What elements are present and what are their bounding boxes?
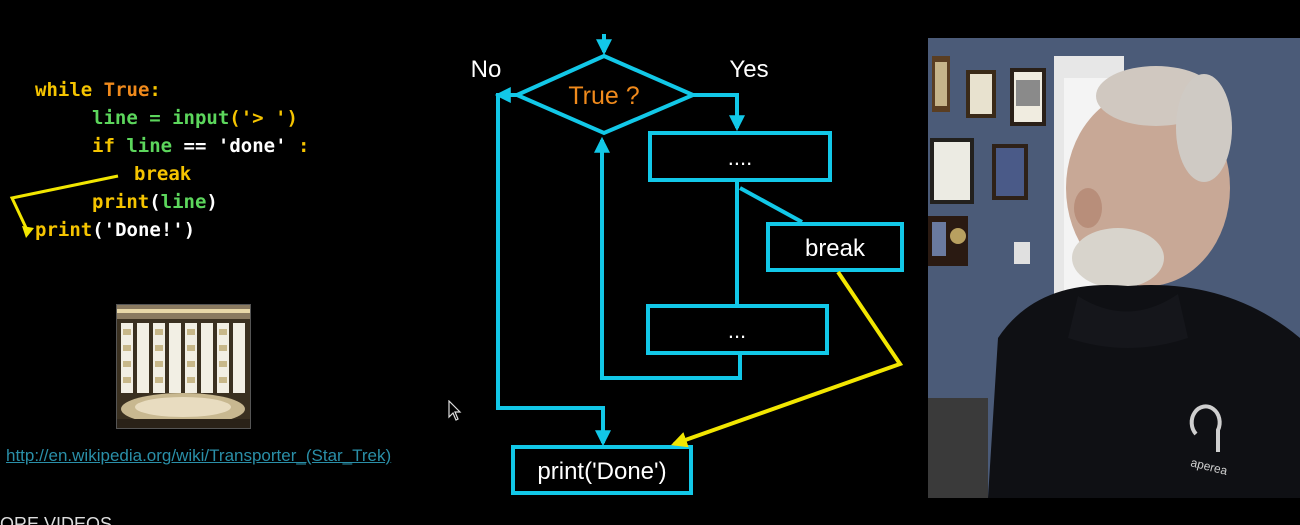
- assign-op: =: [137, 107, 173, 129]
- break-label: break: [805, 235, 866, 262]
- while-loop-flowchart: True ? No Yes .... break ... print('Done…: [471, 34, 904, 495]
- colon: :: [149, 79, 161, 101]
- string-done: 'done': [217, 135, 287, 157]
- code-line-print-line: print(line): [92, 188, 218, 216]
- yes-label: Yes: [729, 56, 768, 83]
- transporter-thumbnail[interactable]: [116, 304, 251, 429]
- value-true: True: [103, 79, 150, 101]
- fn-input: input: [172, 107, 230, 129]
- presenter-video: aperea: [928, 38, 1300, 498]
- to-break-line: [739, 186, 803, 224]
- code-line-if: if line == 'done' :: [92, 132, 309, 160]
- break-jump-arrow: [670, 270, 904, 448]
- break-jump-arrow-icon: [9, 174, 119, 238]
- shirt-logo: [1189, 404, 1222, 452]
- paren-open: (: [149, 191, 161, 213]
- box-body-2: [646, 304, 829, 355]
- code-snippet: while True: line = input('> ') if line =…: [0, 76, 430, 300]
- done-label: print('Done'): [537, 458, 666, 485]
- more-videos-label[interactable]: ORE VIDEOS: [0, 514, 113, 525]
- var-line: line: [126, 135, 173, 157]
- transporter-image: [117, 305, 250, 428]
- keyword-if: if: [92, 135, 115, 157]
- colon: :: [286, 135, 310, 157]
- code-line-print-done: print('Done!'): [35, 216, 195, 244]
- fn-print: print: [35, 219, 93, 241]
- box2-label: ...: [728, 318, 746, 343]
- presenter-webcam: aperea: [928, 38, 1300, 498]
- loop-back-arrow: [594, 136, 742, 380]
- paren-close: ): [206, 191, 218, 213]
- box1-label: ....: [728, 145, 752, 170]
- keyword-while: while: [35, 79, 93, 101]
- mouse-pointer-icon: [448, 400, 462, 421]
- no-label: No: [471, 56, 502, 83]
- decision-label: True ?: [568, 82, 639, 110]
- box-done: [511, 445, 693, 495]
- no-arrow: [496, 93, 611, 447]
- box-body-1: [648, 131, 832, 182]
- wikipedia-link[interactable]: http://en.wikipedia.org/wiki/Transporter…: [6, 446, 392, 465]
- input-args: ('> '): [229, 107, 298, 129]
- fn-print: print: [92, 191, 150, 213]
- code-line-while: while True:: [35, 76, 161, 104]
- eq-op: ==: [172, 135, 218, 157]
- var-line: line: [160, 191, 207, 213]
- var-line: line: [92, 107, 138, 129]
- code-line-input: line = input('> '): [92, 104, 298, 132]
- keyword-break: break: [134, 163, 192, 185]
- decision-diamond: [512, 53, 699, 136]
- code-line-break: break: [134, 160, 191, 188]
- box-break: [766, 222, 904, 272]
- yes-arrow: [693, 93, 745, 132]
- print-args: ('Done!'): [92, 219, 196, 241]
